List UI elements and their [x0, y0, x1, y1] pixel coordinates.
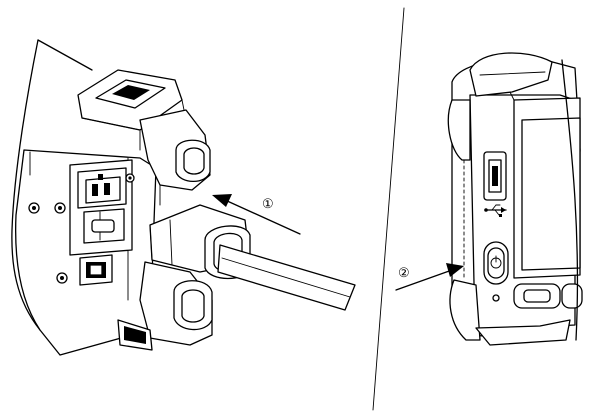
power-button — [483, 241, 509, 285]
led-indicator — [492, 294, 500, 302]
display-screen — [509, 91, 581, 279]
screw-icon — [28, 202, 40, 214]
cable-holder-upper — [139, 109, 211, 206]
arrow-2 — [395, 263, 464, 291]
screw-icon — [54, 202, 66, 214]
screw-icon — [125, 173, 135, 183]
soft-key — [513, 283, 561, 309]
power-inlet — [69, 159, 133, 256]
power-cord — [217, 244, 356, 311]
step-2-marker: ② — [398, 266, 410, 281]
arrow-1 — [212, 194, 301, 235]
soft-key — [561, 283, 583, 309]
usb-icon — [484, 204, 507, 217]
step-1-marker: ① — [262, 197, 274, 212]
screw-icon — [56, 272, 68, 284]
bumper-top — [77, 69, 187, 151]
usb-port — [483, 151, 507, 201]
cable-holder-lower — [117, 261, 213, 351]
power-switch — [79, 254, 113, 286]
panel-divider — [372, 7, 405, 411]
front-panel-illustration: ② — [395, 52, 583, 346]
rear-panel-illustration: ① — [11, 39, 356, 356]
